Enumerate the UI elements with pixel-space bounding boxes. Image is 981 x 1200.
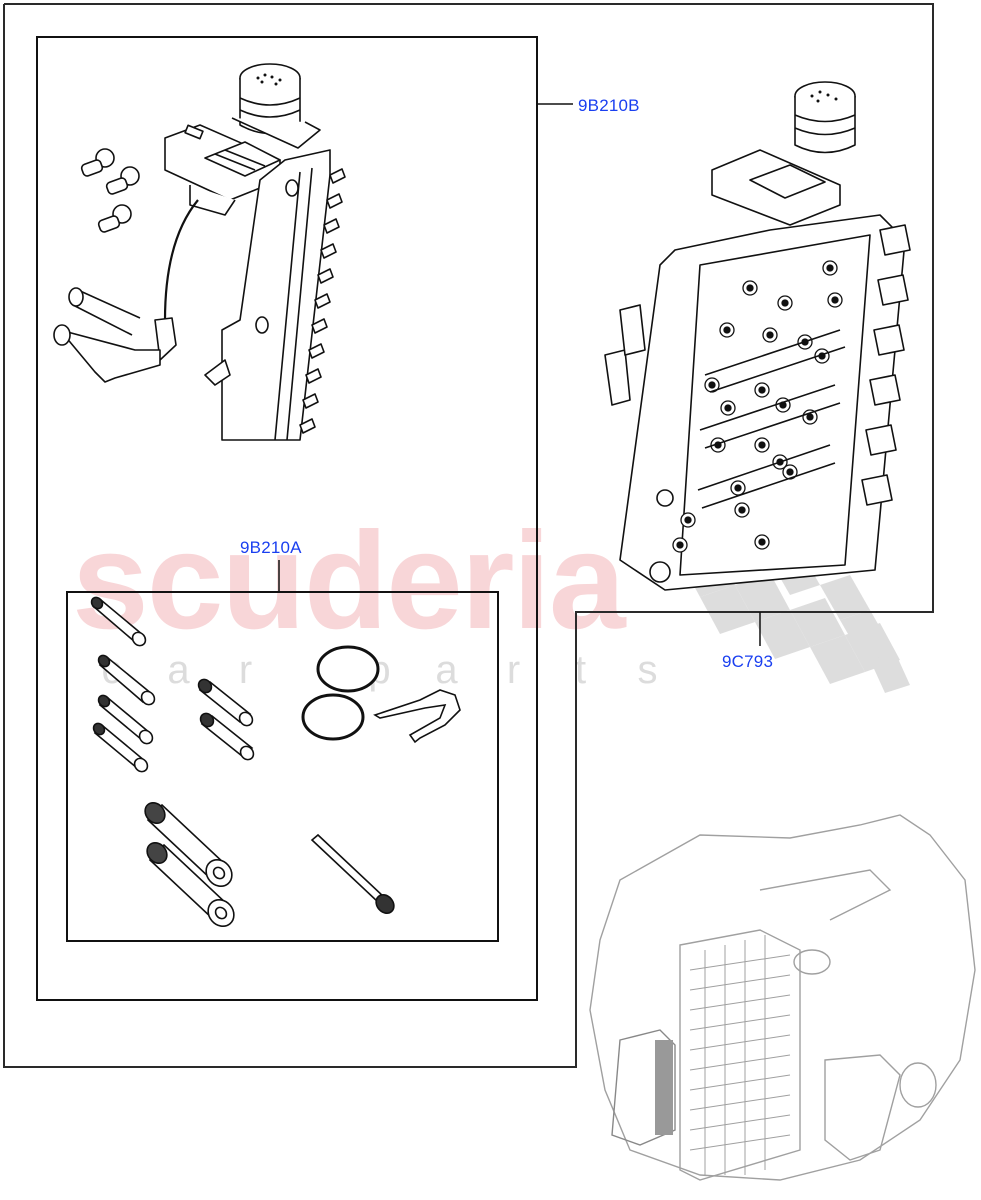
callout-9B210A[interactable]: 9B210A <box>240 538 302 557</box>
callout-9B210B[interactable]: 9B210B <box>578 96 640 115</box>
kit-box-9B210B <box>36 36 538 1001</box>
harness-strip-illustration <box>53 63 346 441</box>
outer-frame <box>3 3 934 1068</box>
valve-body-illustration <box>604 81 911 591</box>
callout-9C793[interactable]: 9C793 <box>722 652 774 671</box>
seal-kit-illustration <box>90 596 461 928</box>
transmission-context-illustration <box>589 814 976 1181</box>
kit-box-9B210A <box>66 591 499 942</box>
